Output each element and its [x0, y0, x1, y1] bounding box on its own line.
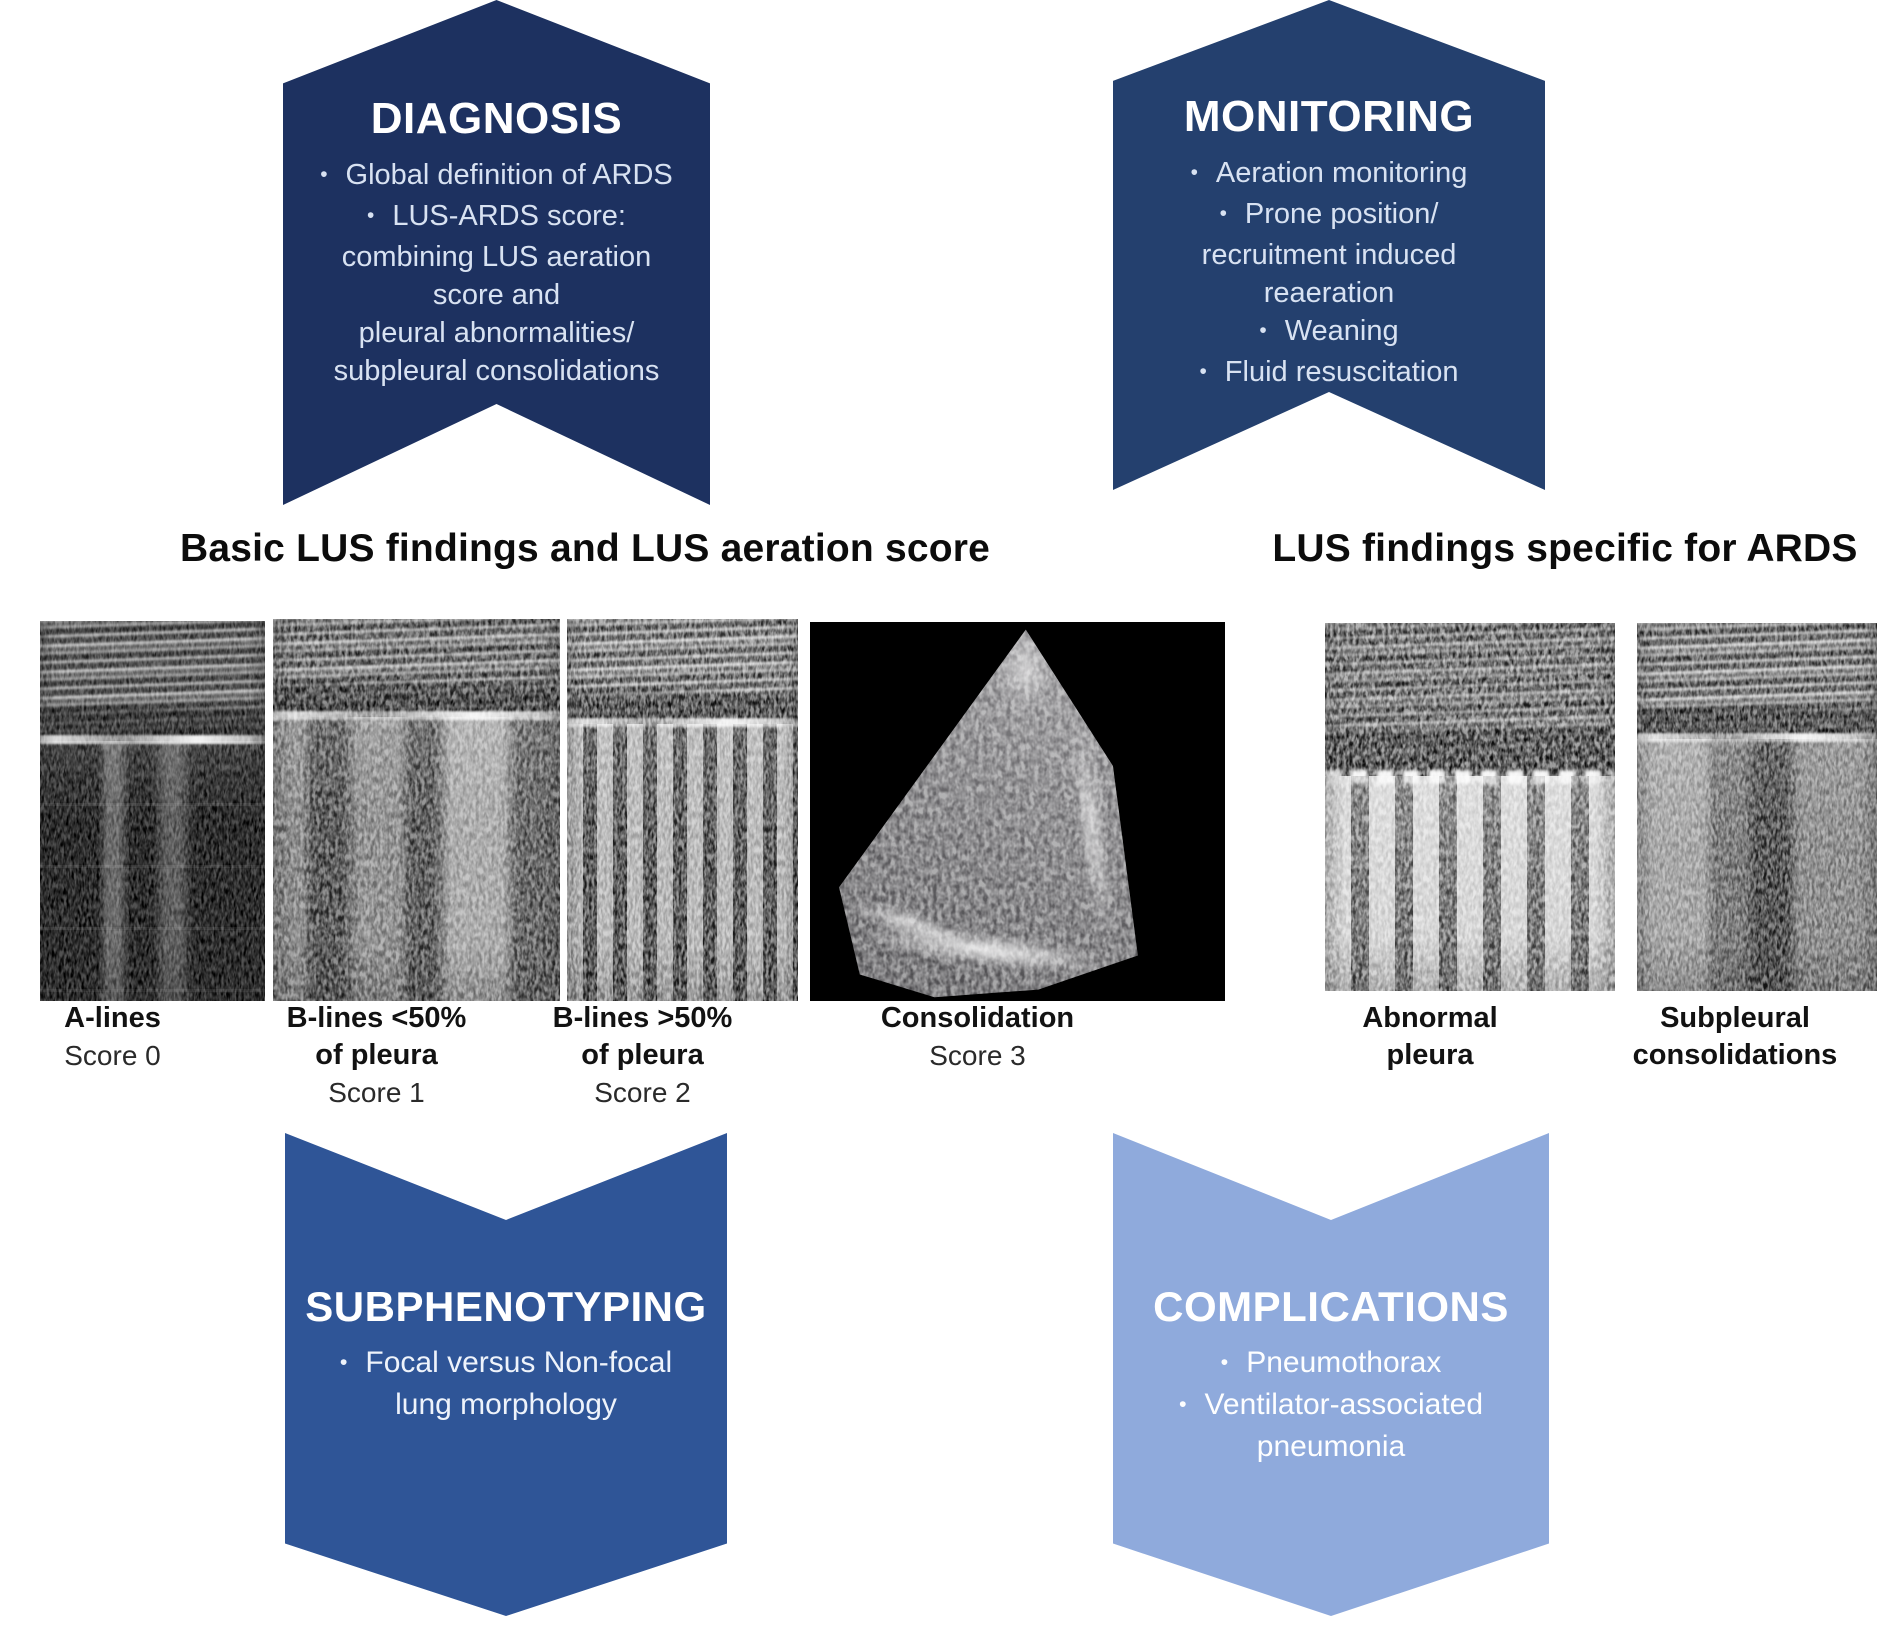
- bullet-text: Fluid resuscitation: [1224, 356, 1459, 389]
- banner-diagnosis-list: • Global definition of ARDS • LUS-ARDS scor…: [283, 156, 710, 390]
- caption-consolidation: Consolidation Score 3: [770, 1000, 1185, 1074]
- banner-subphenotyping-list: • Focal versus Non-focal lung morphology: [285, 1343, 727, 1425]
- banner-complications: COMPLICATIONS • Pneumothorax • Ventilator-a…: [1113, 1133, 1549, 1616]
- banner-subphenotyping: SUBPHENOTYPING • Focal versus Non-focal lu…: [285, 1133, 727, 1616]
- caption-title: Abnormal pleura: [1362, 1002, 1498, 1071]
- bullet-text: Ventilator-associated: [1204, 1388, 1484, 1422]
- banner-diagnosis: DIAGNOSIS • Global definition of ARDS • LUS…: [283, 0, 710, 505]
- caption-abnormal-pleura: Abnormal pleura: [1285, 1000, 1575, 1074]
- ultrasound-a-lines: [40, 621, 265, 1001]
- bullet-text: LUS-ARDS score:: [392, 200, 626, 233]
- apex-glow-graphic: [1000, 633, 1051, 710]
- bullet-text: Prone position/: [1244, 198, 1439, 231]
- bullet-dot-icon: •: [1220, 1349, 1229, 1375]
- bullet-line: subpleural consolidations: [283, 352, 710, 390]
- bullet-line: • Aeration monitoring: [1113, 154, 1545, 195]
- vignette-graphic: [567, 619, 798, 1001]
- bullet-text: Aeration monitoring: [1215, 157, 1468, 190]
- bullet-line: • LUS-ARDS score:: [283, 197, 710, 238]
- vignette-graphic: [40, 621, 265, 1001]
- ultrasound-b-lines-over-50: [567, 619, 798, 1001]
- ultrasound-subpleural-consolidations: [1637, 623, 1877, 991]
- heading-lus-findings-ards: LUS findings specific for ARDS: [1272, 527, 1858, 570]
- bullet-line: recruitment induced: [1113, 236, 1545, 274]
- bullet-dot-icon: •: [1178, 1391, 1187, 1417]
- bullet-text: pneumonia: [1256, 1430, 1406, 1464]
- caption-score: Score 2: [594, 1077, 691, 1108]
- caption-score: Score 1: [328, 1077, 425, 1108]
- bullet-dot-icon: •: [367, 204, 375, 228]
- bullet-dot-icon: •: [1259, 319, 1267, 343]
- banner-complications-content: COMPLICATIONS • Pneumothorax • Ventilator-a…: [1113, 1133, 1549, 1467]
- banner-subphenotyping-title: SUBPHENOTYPING: [305, 1283, 707, 1330]
- bullet-line: • Prone position/: [1113, 195, 1545, 236]
- bullet-dot-icon: •: [1219, 202, 1227, 226]
- bullet-text: pleural abnormalities/: [358, 317, 635, 350]
- banner-subphenotyping-content: SUBPHENOTYPING • Focal versus Non-focal lu…: [285, 1133, 727, 1425]
- bullet-line: combining LUS aeration: [283, 238, 710, 276]
- bullet-line: reaeration: [1113, 274, 1545, 312]
- caption-score: Score 0: [64, 1040, 161, 1071]
- bullet-text: subpleural consolidations: [333, 355, 660, 388]
- bullet-line: • Global definition of ARDS: [283, 156, 710, 197]
- bullet-line: lung morphology: [285, 1385, 727, 1425]
- caption-title: Consolidation: [880, 1002, 1075, 1034]
- caption-score: Score 3: [929, 1040, 1026, 1071]
- caption-b-lines-under-50: B-lines <50% of pleura Score 1: [233, 1000, 520, 1111]
- bullet-text: Focal versus Non-focal: [365, 1346, 673, 1380]
- banner-diagnosis-title: DIAGNOSIS: [370, 94, 623, 143]
- caption-a-lines: A-lines Score 0: [0, 1000, 225, 1074]
- bullet-line: • Weaning: [1113, 312, 1545, 353]
- caption-title: A-lines: [64, 1002, 161, 1034]
- heading-basic-lus-findings: Basic LUS findings and LUS aeration scor…: [179, 527, 991, 570]
- bullet-line: • Ventilator-associated: [1113, 1385, 1549, 1427]
- bullet-line: • Fluid resuscitation: [1113, 353, 1545, 394]
- banner-monitoring: MONITORING • Aeration monitoring • Prone po…: [1113, 0, 1545, 490]
- sector-scan-detail-graphic: [839, 629, 1138, 998]
- bullet-text: reaeration: [1263, 277, 1395, 310]
- ultrasound-consolidation: [810, 622, 1225, 1001]
- banner-monitoring-content: MONITORING • Aeration monitoring • Prone po…: [1113, 0, 1545, 394]
- bullet-dot-icon: •: [1199, 360, 1207, 384]
- caption-subpleural-consolidations: Subpleural consolidations: [1585, 1000, 1885, 1074]
- bullet-line: • Focal versus Non-focal: [285, 1343, 727, 1385]
- bullet-text: Global definition of ARDS: [345, 159, 673, 192]
- vignette-graphic: [273, 619, 560, 1001]
- vignette-graphic: [1637, 623, 1877, 991]
- bullet-text: lung morphology: [395, 1388, 617, 1422]
- vignette-graphic: [1325, 623, 1615, 991]
- banner-diagnosis-content: DIAGNOSIS • Global definition of ARDS • LUS…: [283, 0, 710, 390]
- bullet-text: Weaning: [1284, 315, 1399, 348]
- bullet-dot-icon: •: [1190, 161, 1198, 185]
- banner-monitoring-list: • Aeration monitoring • Prone position/recr…: [1113, 154, 1545, 394]
- bullet-line: score and: [283, 276, 710, 314]
- caption-b-lines-over-50: B-lines >50% of pleura Score 2: [527, 1000, 758, 1111]
- bullet-text: combining LUS aeration: [341, 241, 652, 274]
- bullet-dot-icon: •: [339, 1349, 348, 1375]
- bullet-dot-icon: •: [320, 163, 328, 187]
- bullet-text: recruitment induced: [1201, 239, 1457, 272]
- caption-title: B-lines <50% of pleura: [286, 1002, 467, 1071]
- bullet-text: Pneumothorax: [1246, 1346, 1442, 1380]
- bullet-line: pleural abnormalities/: [283, 314, 710, 352]
- bullet-line: • Pneumothorax: [1113, 1343, 1549, 1385]
- banner-complications-title: COMPLICATIONS: [1153, 1283, 1509, 1330]
- bullet-line: pneumonia: [1113, 1427, 1549, 1467]
- banner-monitoring-title: MONITORING: [1183, 92, 1475, 141]
- caption-title: B-lines >50% of pleura: [552, 1002, 733, 1071]
- bullet-text: score and: [432, 279, 561, 312]
- caption-title: Subpleural consolidations: [1632, 1002, 1838, 1071]
- ultrasound-b-lines-under-50: [273, 619, 560, 1001]
- banner-complications-list: • Pneumothorax • Ventilator-associated pneum…: [1113, 1343, 1549, 1467]
- ultrasound-abnormal-pleura: [1325, 623, 1615, 991]
